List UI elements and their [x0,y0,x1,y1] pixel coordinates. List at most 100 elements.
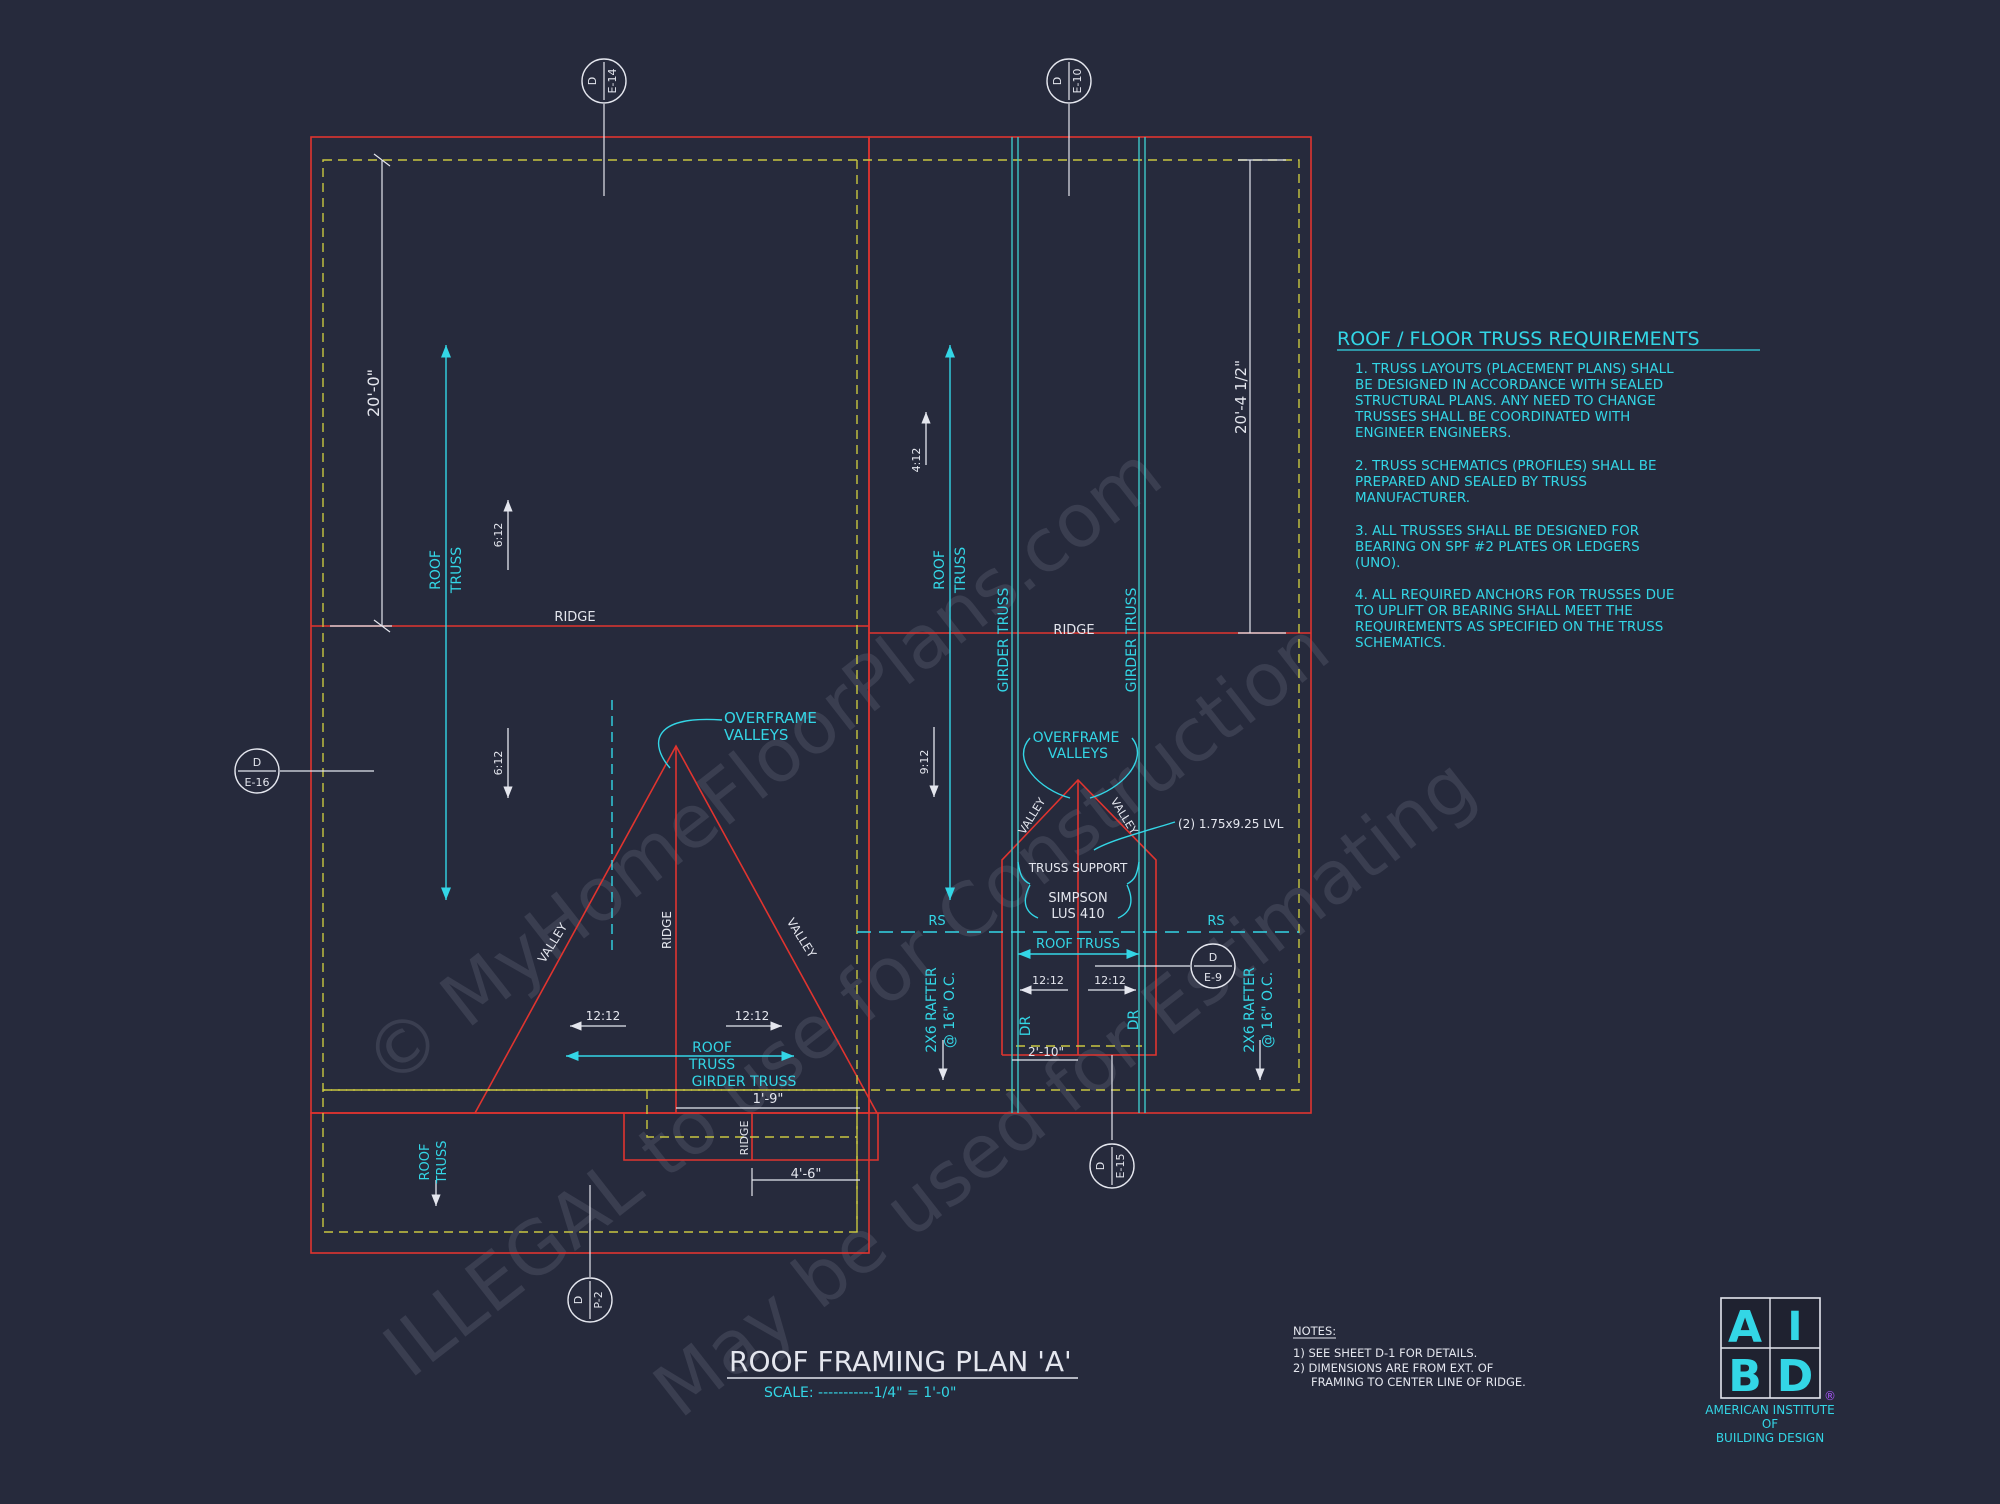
section-marker-e15-top: D [1094,1162,1107,1170]
requirement-3-line-3: (UNO). [1355,555,1400,571]
porch-bump-outline [623,1113,879,1161]
requirement-2-line-2: PREPARED AND SEALED BY TRUSS [1355,474,1587,490]
porch-overhang [646,1090,857,1138]
requirement-4-line-3: REQUIREMENTS AS SPECIFIED ON THE TRUSS [1355,619,1663,635]
logo-registered-mark: ® [1824,1389,1836,1403]
right-wing-lvl: (2) 1.75x9.25 LVL [1178,817,1284,831]
right-wing-roof-truss-small: ROOF TRUSS [1036,937,1120,952]
lvl-leader [1093,821,1176,851]
overframe-leader-left [657,718,723,769]
right-wing-truss-label: TRUSS [953,547,969,594]
notes-line-3: FRAMING TO CENTER LINE OF RIDGE. [1311,1375,1526,1389]
aibd-logo: A I B D ® AMERICAN INSTITUTE OF BUILDING… [1705,1297,1836,1445]
logo-text-line-1: AMERICAN INSTITUTE [1705,1403,1834,1417]
title-scale: SCALE: -----------1/4" = 1'-0" [764,1385,956,1401]
right-wing-ridge-label: RIDGE [1053,623,1094,638]
section-marker-e9: D E-9 [1095,943,1236,989]
requirement-4-line-2: TO UPLIFT OR BEARING SHALL MEET THE [1354,603,1633,619]
logo-letter-d: D [1777,1351,1814,1402]
left-wing-truss-label: TRUSS [449,547,465,594]
right-wing-rs-left: RS [928,914,945,929]
section-marker-e15-bottom: E-15 [1114,1154,1127,1179]
dormer-outline [1001,778,1157,1056]
requirement-1-line-3: STRUCTURAL PLANS. ANY NEED TO CHANGE [1355,393,1656,409]
logo-text-line-2: OF [1762,1417,1778,1431]
section-marker-p2-top: D [572,1296,585,1304]
right-wing-overframe-2: VALLEYS [1048,746,1108,762]
right-wing-outline [868,136,1312,1114]
front-gable-dim-bump: 4'-6" [791,1167,822,1182]
logo-text-line-3: BUILDING DESIGN [1716,1431,1824,1445]
notes-line-1: 1) SEE SHEET D-1 FOR DETAILS. [1293,1346,1477,1360]
front-gable-pitch-right: 12:12 [735,1009,770,1023]
watermark-line-1: © MyHomeFloorPlans.com [348,430,1177,1104]
right-wing-dim-height: 20'-4 1/2" [1232,360,1250,434]
right-wing-rafter-left-2: @ 16" O.C. [942,972,958,1048]
lower-left-roof-label: ROOF [418,1144,433,1181]
right-wing-dr-left: DR [1018,1015,1034,1036]
right-wing-dr-right: DR [1126,1009,1142,1030]
requirement-1-line-2: BE DESIGNED IN ACCORDANCE WITH SEALED [1355,377,1663,393]
requirement-3-line-2: BEARING ON SPF #2 PLATES OR LEDGERS [1355,539,1640,555]
requirement-1-line-5: ENGINEER ENGINEERS. [1355,425,1511,441]
section-marker-e14-bottom: E-14 [606,69,619,94]
section-marker-e16-bottom: E-16 [245,776,270,789]
section-marker-e16-top: D [253,756,261,769]
left-wing-outline [310,136,870,1114]
notes-line-2: 2) DIMENSIONS ARE FROM EXT. OF [1293,1361,1493,1375]
front-gable-ridge-small: RIDGE [738,1121,751,1156]
section-marker-e9-top: D [1209,951,1217,964]
section-marker-e15: D E-15 [1089,1143,1135,1189]
right-wing-rs-right: RS [1207,914,1224,929]
right-wing-simpson-1: SIMPSON [1048,891,1107,906]
notes-heading: NOTES: [1293,1324,1336,1338]
front-gable-girder: GIRDER TRUSS [692,1074,797,1090]
requirement-1-line-1: 1. TRUSS LAYOUTS (PLACEMENT PLANS) SHALL [1355,361,1674,377]
left-wing-dim-height: 20'-0" [364,369,383,417]
right-wing-girder-left: GIRDER TRUSS [996,587,1012,692]
front-gable-dim-porch: 1'-9" [753,1092,784,1107]
right-wing-overframe-1: OVERFRAME [1033,730,1120,746]
requirement-2-line-3: MANUFACTURER. [1355,490,1470,506]
front-gable-ridge: RIDGE [660,911,674,949]
left-wing-pitch-lower: 6:12 [492,751,505,776]
section-marker-e9-bottom: E-9 [1204,971,1222,984]
lower-overhang [322,1089,858,1233]
title-main: ROOF FRAMING PLAN 'A' [729,1345,1072,1378]
left-wing-ridge-label: RIDGE [554,610,595,625]
notes: NOTES: 1) SEE SHEET D-1 FOR DETAILS. 2) … [1293,1324,1526,1389]
dimensions [330,153,1286,1196]
truss-support-bracket [1017,861,1140,885]
overframe-leader-right-2 [1089,737,1139,799]
right-wing-rafter-right-1: 2X6 RAFTER [1242,967,1258,1053]
section-marker-e16: D E-16 [234,748,374,794]
right-wing-pitch-lower: 9:12 [918,750,931,775]
front-gable-roof-label: ROOF [692,1040,732,1056]
overframe-leader-right [1023,737,1071,799]
lower-left-truss-label: TRUSS [435,1141,450,1185]
arrows [431,412,1265,1206]
right-wing-dim-small: 2'-10" [1028,1045,1064,1059]
right-wing-truss-support: TRUSS SUPPORT [1028,861,1128,875]
right-wing-roof-label: ROOF [932,550,948,590]
right-wing-pitch-upper: 4:12 [910,448,923,473]
section-marker-e14-top: D [586,77,599,85]
logo-letter-i: I [1788,1304,1803,1350]
front-gable-truss-label: TRUSS [688,1057,735,1073]
left-wing-pitch-upper: 6:12 [492,523,505,548]
left-wing-roof-label: ROOF [428,550,444,590]
requirement-4-line-4: SCHEMATICS. [1355,635,1446,651]
left-wing-labels: 20'-0" ROOF TRUSS 6:12 6:12 RIDGE [364,369,596,775]
requirement-1-line-4: TRUSSES SHALL BE COORDINATED WITH [1354,409,1630,425]
requirements-heading: ROOF / FLOOR TRUSS REQUIREMENTS [1337,328,1700,350]
right-wing-girder-right: GIRDER TRUSS [1124,587,1140,692]
section-marker-e10-bottom: E-10 [1071,69,1084,94]
right-wing-rafter-left-1: 2X6 RAFTER [924,967,940,1053]
section-marker-e10: D E-10 [1046,58,1092,196]
requirement-4-line-1: 4. ALL REQUIRED ANCHORS FOR TRUSSES DUE [1355,587,1674,603]
lower-left-labels: ROOF TRUSS [418,1141,450,1185]
truss-span-arrows [440,345,1176,1062]
truss-requirements: ROOF / FLOOR TRUSS REQUIREMENTS 1. TRUSS… [1337,328,1760,651]
